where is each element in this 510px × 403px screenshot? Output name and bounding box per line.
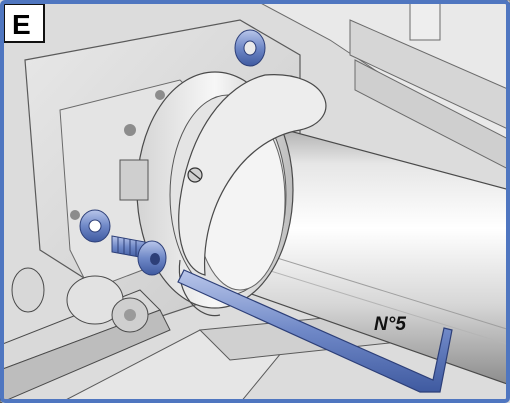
washer-icon: [234, 29, 266, 67]
washer-icon: [79, 209, 111, 243]
step-badge: E: [3, 3, 45, 43]
step-letter: E: [12, 9, 31, 40]
rail-frame: [254, 0, 510, 171]
motor-tube: [229, 114, 510, 386]
ring-screw: [187, 167, 203, 183]
allen-key-icon: [177, 269, 453, 393]
hex-key-size-label: N°5: [374, 314, 406, 335]
socket-screw-icon: [111, 235, 167, 276]
plate-hole: [155, 90, 165, 100]
plate-hole: [124, 124, 136, 136]
plate-hole: [70, 210, 80, 220]
clamp-ring: [178, 74, 327, 317]
